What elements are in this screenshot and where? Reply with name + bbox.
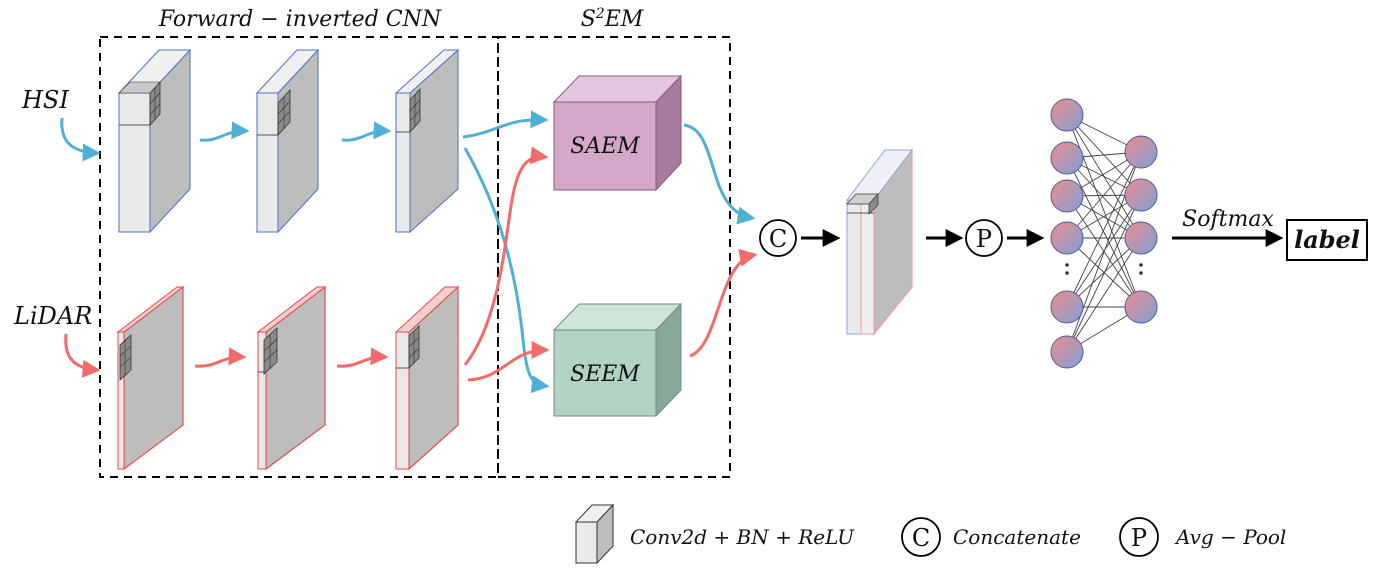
fused-feature-block bbox=[845, 148, 914, 336]
legend-pool-icon bbox=[1119, 517, 1159, 557]
s2em-group-title: S2EM bbox=[581, 6, 644, 32]
legend-conv-icon bbox=[574, 503, 615, 565]
legend-concat-icon bbox=[901, 517, 941, 557]
lidar-arrow-2-3 bbox=[336, 347, 389, 368]
pool-operator-symbol: P bbox=[976, 225, 992, 253]
legend-pool-label: Avg − Pool bbox=[1174, 525, 1286, 549]
lidar-input-arrow bbox=[64, 333, 101, 378]
legend-concat-label: Concatenate bbox=[953, 525, 1081, 549]
hsi-block-1 bbox=[117, 48, 192, 234]
fc-input-node bbox=[1050, 179, 1084, 213]
fc-output-node bbox=[1124, 290, 1158, 324]
fc-output-layer bbox=[1124, 135, 1158, 324]
saem-module bbox=[552, 74, 683, 192]
saem-to-concat-arrow bbox=[683, 123, 756, 225]
fc-input-node bbox=[1050, 221, 1084, 255]
fc-input-node bbox=[1050, 98, 1084, 132]
fc-output-ellipsis-dot bbox=[1139, 263, 1143, 267]
fc-input-node bbox=[1050, 141, 1084, 175]
legend-pool-symbol: P bbox=[1131, 524, 1147, 552]
lidar-block-2 bbox=[256, 285, 327, 471]
softmax-label: Softmax bbox=[1182, 207, 1274, 232]
concat-operator-symbol: C bbox=[769, 225, 787, 253]
fc-output-ellipsis-dot bbox=[1139, 271, 1143, 275]
fc-input-node bbox=[1050, 290, 1084, 324]
hsi-block-2 bbox=[255, 48, 320, 234]
hsi-arrow-1-2 bbox=[199, 121, 250, 142]
fc-input-ellipsis-dot bbox=[1065, 263, 1069, 267]
lidar-block-3 bbox=[394, 285, 460, 471]
hsi-arrow-2-3 bbox=[341, 121, 392, 142]
saem-label: SAEM bbox=[570, 134, 640, 159]
lidar-to-seem-arrow bbox=[467, 341, 550, 382]
legend-conv-label: Conv2d + BN + ReLU bbox=[630, 525, 855, 549]
legend-concat-symbol: C bbox=[912, 524, 930, 552]
fc-output-node bbox=[1124, 135, 1158, 169]
concat-operator bbox=[759, 219, 797, 257]
fc-input-layer bbox=[1050, 98, 1084, 369]
hsi-label: HSI bbox=[21, 86, 69, 114]
label-box bbox=[1286, 219, 1368, 261]
hsi-input-arrow bbox=[60, 117, 101, 162]
fc-output-node bbox=[1124, 178, 1158, 212]
hsi-to-seem-arrow bbox=[463, 147, 550, 394]
cnn-group-title: Forward − inverted CNN bbox=[158, 7, 442, 32]
fc-output-node bbox=[1124, 221, 1158, 255]
fc-input-ellipsis-dot bbox=[1065, 271, 1069, 275]
seem-module bbox=[552, 302, 683, 418]
hsi-block-3 bbox=[394, 48, 460, 234]
label-text: label bbox=[1294, 225, 1360, 254]
s2em-group-box bbox=[497, 36, 731, 478]
lidar-label: LiDAR bbox=[13, 302, 92, 330]
seem-label: SEEM bbox=[570, 362, 640, 387]
lidar-to-saem-arrow bbox=[463, 146, 549, 366]
fc-input-node bbox=[1050, 335, 1084, 369]
pool-operator bbox=[965, 219, 1003, 257]
lidar-arrow-1-2 bbox=[194, 347, 247, 368]
lidar-block-1 bbox=[116, 285, 185, 471]
seem-to-concat-arrow bbox=[689, 248, 758, 358]
hsi-to-saem-arrow bbox=[462, 110, 549, 139]
